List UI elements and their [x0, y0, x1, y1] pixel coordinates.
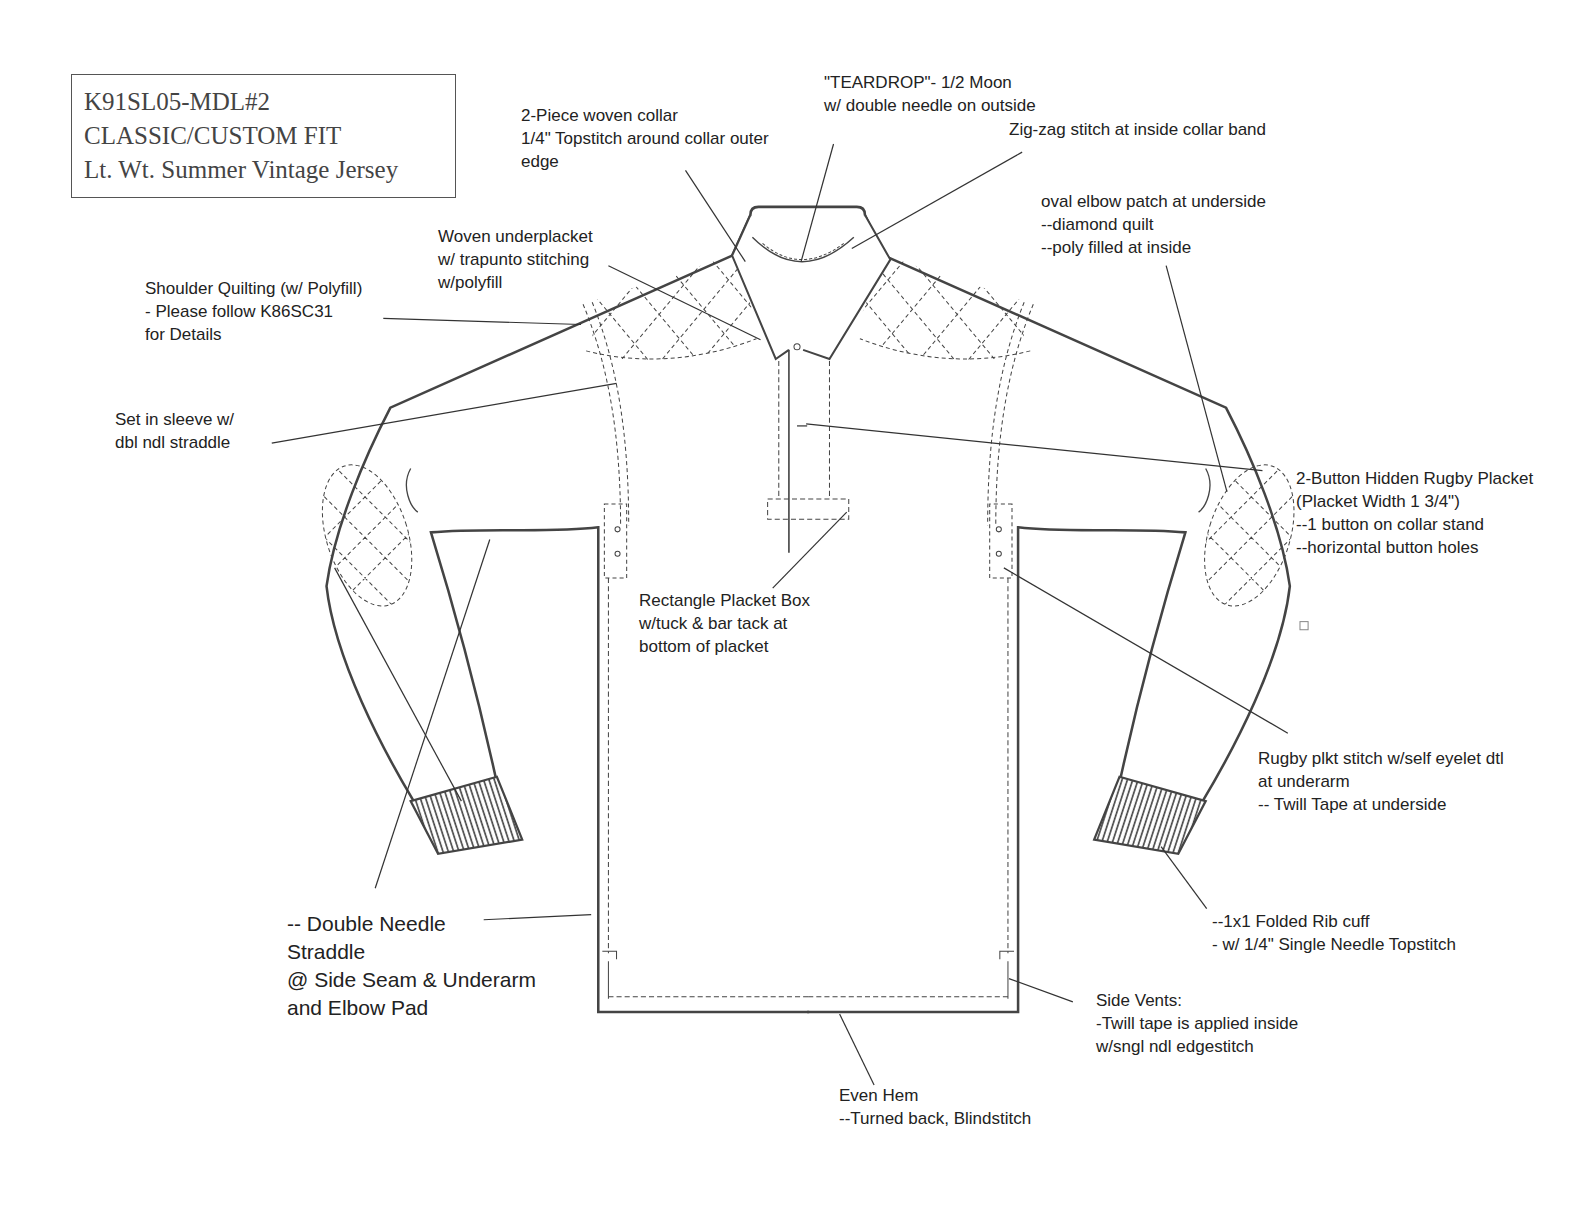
callout-note: Woven underplacket w/ trapunto stitching… — [438, 225, 593, 294]
callout-note: --1x1 Folded Rib cuff - w/ 1/4" Single N… — [1212, 910, 1456, 956]
callout-note: 2-Piece woven collar 1/4" Topstitch arou… — [521, 104, 769, 173]
title-block: K91SL05-MDL#2CLASSIC/CUSTOM FITLt. Wt. S… — [71, 74, 456, 198]
callout-note: oval elbow patch at underside --diamond … — [1041, 190, 1266, 259]
callout-note: Even Hem --Turned back, Blindstitch — [839, 1084, 1031, 1130]
leader-lines — [272, 144, 1288, 1085]
callout-note: 2-Button Hidden Rugby Placket (Placket W… — [1296, 467, 1533, 559]
callout-note: Set in sleeve w/ dbl ndl straddle — [115, 408, 234, 454]
callout-note: Rectangle Placket Box w/tuck & bar tack … — [639, 589, 810, 658]
callout-note: "TEARDROP"- 1/2 Moon w/ double needle on… — [824, 71, 1036, 117]
title-line: K91SL05-MDL#2 — [84, 85, 443, 119]
title-line: Lt. Wt. Summer Vintage Jersey — [84, 153, 443, 187]
callout-note: -- Double Needle Straddle @ Side Seam & … — [287, 910, 536, 1022]
callout-note: Rugby plkt stitch w/self eyelet dtl at u… — [1258, 747, 1504, 816]
callout-note: Shoulder Quilting (w/ Polyfill) - Please… — [145, 277, 362, 346]
callout-note: Side Vents: -Twill tape is applied insid… — [1096, 989, 1298, 1058]
callout-note: Zig-zag stitch at inside collar band — [1009, 118, 1266, 141]
title-line: CLASSIC/CUSTOM FIT — [84, 119, 443, 153]
